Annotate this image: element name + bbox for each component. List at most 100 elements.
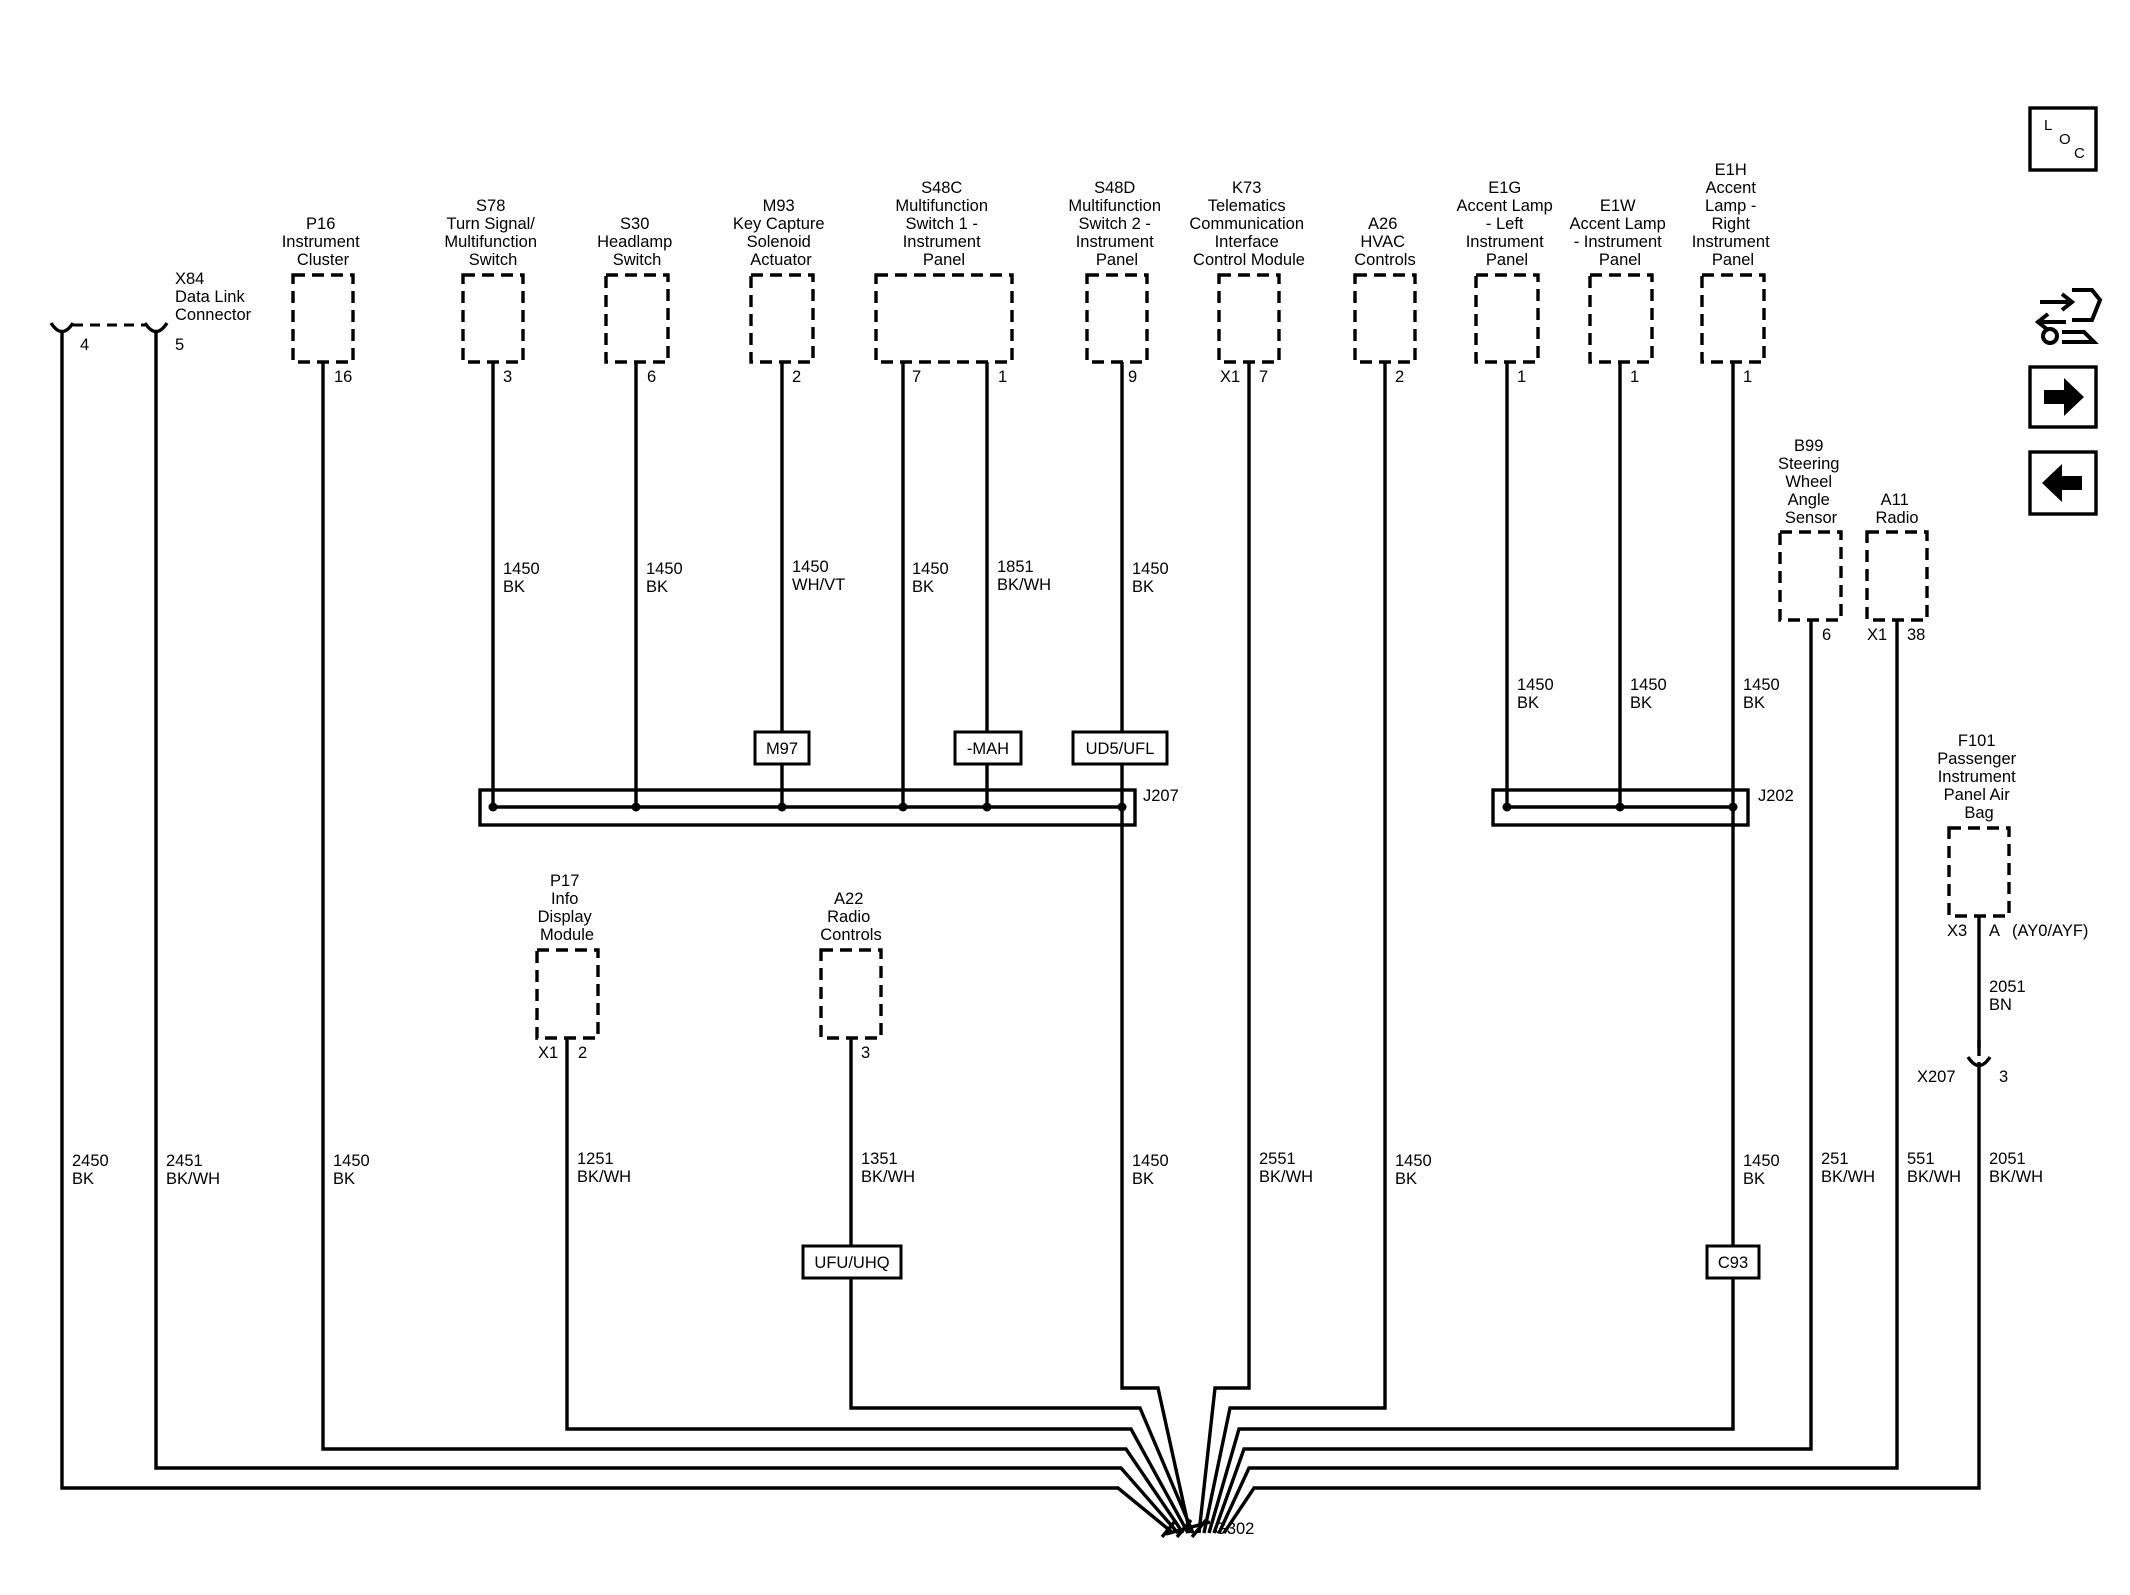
m93-title: M93 Key Capture Solenoid Actuator [733, 197, 829, 269]
a11-box [1865, 530, 1929, 622]
f101-box [1947, 826, 2011, 918]
f101-title: F101 Passenger Instrument Panel Air Bag [1937, 732, 2020, 822]
svg-text:X207: X207 [1917, 1068, 1956, 1086]
svg-text:1: 1 [1517, 368, 1526, 386]
next-page-button[interactable] [2028, 365, 2098, 429]
ground-wires [60, 330, 1981, 1535]
option-m97: M97 [753, 730, 811, 766]
p16-title: P16 Instrument Cluster [282, 215, 365, 269]
e1w-box [1588, 273, 1654, 364]
svg-text:3: 3 [503, 368, 512, 386]
arrow-left-icon [2042, 464, 2082, 502]
e1w-title: E1W Accent Lamp - Instrument Panel [1570, 197, 1671, 269]
p16-box [291, 273, 355, 364]
plug-wrench-icon [2034, 288, 2103, 345]
svg-text:2: 2 [1395, 368, 1404, 386]
svg-text:A: A [1989, 922, 2000, 940]
e1h-title: E1H Accent Lamp - Right Instrument Panel [1692, 161, 1775, 269]
arrow-right-icon [2044, 378, 2084, 416]
svg-text:7: 7 [1259, 368, 1268, 386]
svg-text:2: 2 [578, 1044, 587, 1062]
svg-text:5: 5 [175, 336, 184, 354]
x84-connector [49, 322, 169, 334]
svg-text:C93: C93 [1718, 1254, 1748, 1272]
e1h-box [1700, 273, 1766, 364]
s48d-box [1085, 273, 1149, 364]
a26-title: A26 HVAC Controls [1354, 215, 1415, 269]
b99-box [1778, 530, 1843, 622]
s78-box [461, 273, 525, 364]
connector-tool-button[interactable] [2034, 288, 2103, 345]
svg-text:X1: X1 [538, 1044, 558, 1062]
a22-box [819, 948, 883, 1040]
svg-text:M97: M97 [766, 740, 798, 758]
svg-text:3: 3 [861, 1044, 870, 1062]
s48d-title: S48D Multifunction Switch 2 - Instrument… [1068, 179, 1165, 269]
svg-text:6: 6 [647, 368, 656, 386]
svg-text:X1: X1 [1867, 626, 1887, 644]
j202-label: J202 [1758, 787, 1794, 805]
b99-title: B99 Steering Wheel Angle Sensor [1778, 437, 1844, 527]
ground-symbol [1160, 1518, 1211, 1539]
loc-letter-l: L [2044, 117, 2052, 134]
previous-page-button[interactable] [2028, 450, 2098, 516]
j207-label: J207 [1143, 787, 1179, 805]
loc-letter-c: C [2074, 145, 2085, 162]
svg-text:38: 38 [1907, 626, 1925, 644]
loc-letter-o: O [2059, 131, 2071, 148]
svg-text:UFU/UHQ: UFU/UHQ [814, 1254, 889, 1272]
svg-text:2: 2 [792, 368, 801, 386]
svg-text:9: 9 [1128, 368, 1137, 386]
k73-box [1217, 273, 1281, 364]
k73-title: K73 Telematics Communication Interface C… [1189, 179, 1308, 269]
svg-text:6: 6 [1822, 626, 1831, 644]
s48c-box [874, 273, 1014, 364]
m93-box [749, 273, 815, 364]
ground-label: G302 [1214, 1520, 1254, 1538]
e1g-box [1474, 273, 1540, 364]
svg-text:3: 3 [1999, 1068, 2008, 1086]
svg-text:16: 16 [334, 368, 352, 386]
a11-title: A11 Radio [1875, 491, 1918, 527]
option-ufu-uhq: UFU/UHQ [801, 1244, 903, 1280]
s30-box [604, 273, 670, 364]
e1g-title: E1G Accent Lamp - Left Instrument Panel [1457, 179, 1558, 269]
loc-button[interactable]: L O C [2028, 106, 2098, 172]
svg-text:1: 1 [998, 368, 1007, 386]
option-c93: C93 [1705, 1244, 1761, 1280]
p17-box [535, 948, 600, 1040]
svg-text:1: 1 [1630, 368, 1639, 386]
svg-text:UD5/UFL: UD5/UFL [1086, 740, 1155, 758]
s30-title: S30 Headlamp Switch [597, 215, 677, 269]
a22-title: A22 Radio Controls [820, 890, 881, 944]
x207-connector [1966, 1040, 1992, 1068]
s78-title: S78 Turn Signal/ Multifunction Switch [444, 197, 541, 269]
s48c-title: S48C Multifunction Switch 1 - Instrument… [895, 179, 992, 269]
svg-text:4: 4 [80, 336, 89, 354]
svg-text:(AY0/AYF): (AY0/AYF) [2012, 922, 2088, 940]
svg-text:-MAH: -MAH [967, 740, 1009, 758]
option-ud5-ufl: UD5/UFL [1071, 730, 1169, 766]
